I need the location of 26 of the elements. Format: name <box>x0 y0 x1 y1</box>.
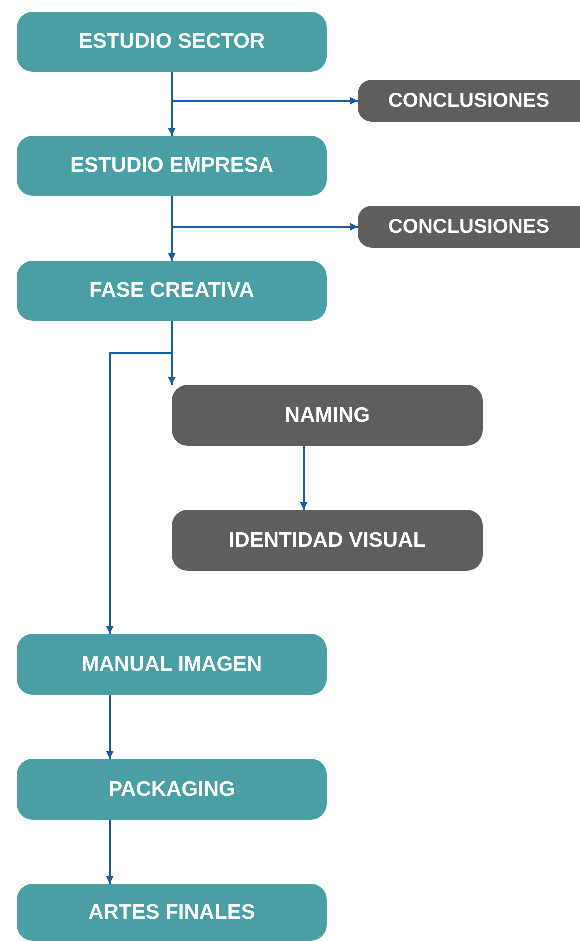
arrow <box>300 446 308 510</box>
process-box <box>17 884 327 941</box>
process-box <box>172 385 483 446</box>
arrow <box>106 820 114 884</box>
process-box <box>17 634 327 695</box>
box-label: CONCLUSIONES <box>388 90 550 112</box>
arrow <box>106 321 173 634</box>
box-label: IDENTIDAD VISUAL <box>228 528 426 552</box>
process-box <box>17 136 327 196</box>
box-label: FASE CREATIVA <box>90 279 254 303</box>
box-label: ARTES FINALES <box>88 900 256 924</box>
process-box <box>172 510 483 571</box>
process-box <box>17 261 327 321</box>
box-label: PACKAGING <box>108 778 236 802</box>
box-label: ESTUDIO EMPRESA <box>70 154 274 178</box>
process-box <box>17 12 327 72</box>
box-label: NAMING <box>284 404 370 428</box>
process-box <box>17 759 327 820</box>
process-box <box>358 80 580 122</box>
arrow <box>171 196 358 231</box>
box-label: MANUAL IMAGEN <box>82 652 262 676</box>
box-label: ESTUDIO SECTOR <box>78 30 266 54</box>
process-box <box>358 206 580 248</box>
arrow <box>106 695 114 759</box>
arrow <box>171 72 358 105</box>
box-label: CONCLUSIONES <box>388 216 550 238</box>
